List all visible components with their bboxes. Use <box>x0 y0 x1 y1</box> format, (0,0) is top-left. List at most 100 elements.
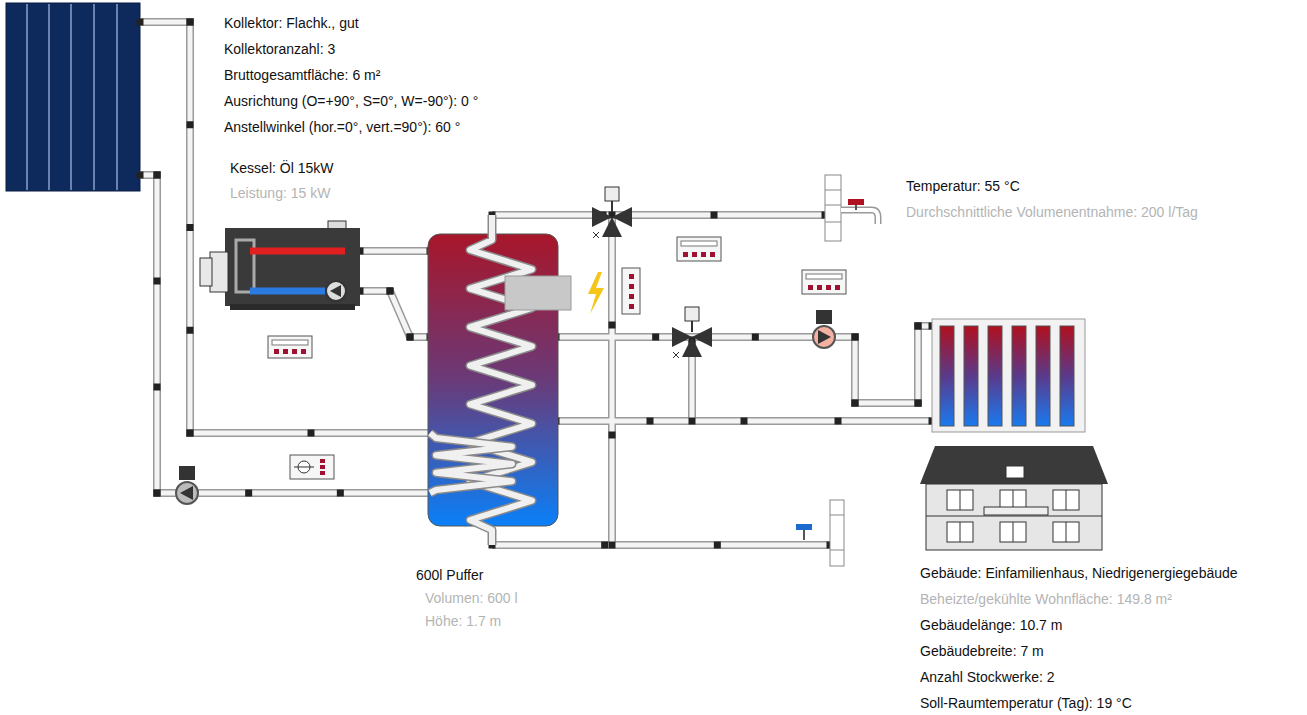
pipe-joint <box>647 418 654 425</box>
pipe-joint <box>154 490 161 497</box>
pipe <box>360 249 430 254</box>
pipe <box>492 211 825 219</box>
component-label: Anzahl Stockwerke: 2 <box>920 668 1055 686</box>
controller-box <box>622 268 640 314</box>
coil <box>470 215 532 545</box>
pipe <box>492 541 830 549</box>
pipe-joint <box>609 432 616 439</box>
pipe-joint <box>187 224 194 231</box>
radiator <box>932 319 1085 432</box>
controller <box>268 237 846 479</box>
component-label: Gebäudebreite: 7 m <box>920 642 1044 660</box>
pipe-joint <box>154 384 161 391</box>
coil <box>430 433 512 493</box>
pipe-joint <box>609 322 616 329</box>
pipe-joint <box>387 288 394 295</box>
component-label: Gebäude: Einfamilienhaus, Niedrigenergie… <box>920 564 1238 582</box>
pipes <box>137 19 936 549</box>
component-label: Kessel: Öl 15kW <box>230 159 333 177</box>
cold-water-tap <box>796 524 812 540</box>
pipe <box>360 291 430 337</box>
component-label: 600l Puffer <box>416 566 483 584</box>
component-label: Durchschnittliche Volumenentnahme: 200 l… <box>906 203 1198 221</box>
component-label: Bruttogesamtfläche: 6 m² <box>224 66 380 84</box>
pipe-joint <box>711 212 718 219</box>
pipe-joint <box>387 288 394 295</box>
pipe-joint <box>154 278 161 285</box>
pipe-joint <box>407 334 414 341</box>
pipe <box>492 213 825 218</box>
pipe-joint <box>187 327 194 334</box>
pipe-joint <box>337 490 344 497</box>
component-label: Höhe: 1.7 m <box>425 612 501 630</box>
heating-pump <box>813 310 835 348</box>
pipe-joint <box>609 542 616 549</box>
solar-pump <box>176 466 198 504</box>
pipe <box>556 419 932 424</box>
pipe <box>610 215 615 545</box>
pipe-joint <box>154 172 161 179</box>
pipe-joint <box>245 490 252 497</box>
pipe-joint <box>852 334 859 341</box>
pipe-joint <box>915 323 922 330</box>
pipe <box>140 175 432 493</box>
pipe <box>556 326 932 403</box>
hot-water-tap <box>841 199 878 224</box>
pipe-joint <box>852 400 859 407</box>
pipe-joint <box>752 334 759 341</box>
pump-controller <box>290 455 334 479</box>
pipe-joint <box>915 323 922 330</box>
electric-heater <box>505 272 604 314</box>
component-label: Kollektoranzahl: 3 <box>224 40 335 58</box>
pipe-joint <box>187 19 194 26</box>
pipe-joint <box>852 400 859 407</box>
pipe-joint <box>915 400 922 407</box>
pipe-joint <box>835 418 842 425</box>
component-label: Anstellwinkel (hor.=0°, vert.=90°): 60 ° <box>224 118 460 136</box>
pipe <box>360 291 430 337</box>
pipe-joint <box>915 400 922 407</box>
controller-box <box>268 336 312 358</box>
pipe-joint <box>187 430 194 437</box>
component-label: Kollektor: Flachk., gut <box>224 14 359 32</box>
controller-box <box>677 237 721 261</box>
component-label: Ausrichtung (O=+90°, S=0°, W=-90°): 0 ° <box>224 92 478 110</box>
house <box>920 446 1108 550</box>
pipe-joint <box>137 19 144 26</box>
coil <box>470 215 532 545</box>
coil <box>430 433 512 493</box>
component-label: Gebäudelänge: 10.7 m <box>920 616 1062 634</box>
pipe-joint <box>689 418 696 425</box>
pipe <box>360 247 430 255</box>
pipe-joint <box>601 542 608 549</box>
controller-box <box>802 270 846 294</box>
component-label: Temperatur: 55 °C <box>906 177 1020 195</box>
pipe-joint <box>407 334 414 341</box>
heat-exchanger-coil <box>430 215 532 545</box>
pipe <box>140 175 432 493</box>
pipe-joint <box>187 121 194 128</box>
pipe-joint <box>652 334 659 341</box>
pipe-joint <box>741 418 748 425</box>
pipe-joint <box>137 172 144 179</box>
pipe-joint <box>154 490 161 497</box>
pipe-joint <box>308 430 315 437</box>
pipe <box>140 22 432 433</box>
component-label: Volumen: 600 l <box>425 589 518 607</box>
pipe-joint <box>187 19 194 26</box>
pipe <box>140 22 432 433</box>
pipe <box>608 215 616 545</box>
pipe <box>492 543 830 548</box>
mixing-valve <box>592 187 632 238</box>
mixing-valve <box>672 307 712 358</box>
solar-collector <box>6 3 140 191</box>
component-label: Leistung: 15 kW <box>230 184 330 202</box>
pipe-joint <box>714 542 721 549</box>
oil-boiler <box>200 221 360 310</box>
pipe-joint <box>187 430 194 437</box>
pipe-joint <box>852 334 859 341</box>
component-label: Soll-Raumtemperatur (Tag): 19 °C <box>920 694 1132 712</box>
wall <box>825 175 844 566</box>
pipe-joint <box>154 172 161 179</box>
